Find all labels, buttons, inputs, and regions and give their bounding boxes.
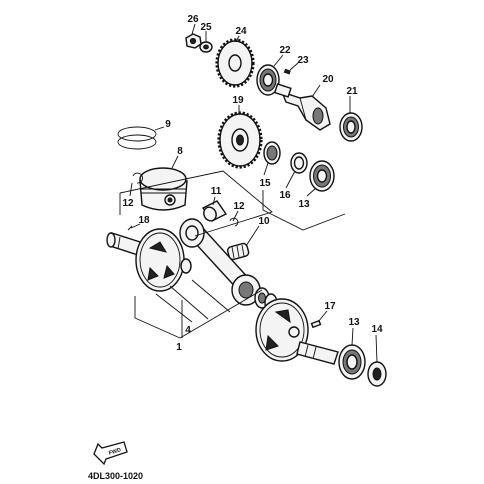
circlip-12-left xyxy=(132,172,143,184)
crankshaft-assembly xyxy=(106,218,387,387)
callout-10: 10 xyxy=(258,216,270,227)
pin-18 xyxy=(127,225,133,231)
callout-13-lower: 13 xyxy=(348,317,360,328)
piston-8 xyxy=(139,167,188,211)
leader-lines xyxy=(119,23,378,363)
crank-web-right xyxy=(255,298,309,362)
forward-arrow-label: FWD xyxy=(108,447,122,457)
gear-19 xyxy=(217,111,263,169)
key-23 xyxy=(283,68,291,75)
needle-bearing-10 xyxy=(226,242,250,261)
callout-1: 1 xyxy=(176,342,182,353)
callout-14: 14 xyxy=(371,324,383,335)
bearing-13-lower xyxy=(338,344,366,380)
callout-12-left: 12 xyxy=(122,198,134,209)
crank-shaft-right xyxy=(296,341,339,365)
circlip-12-right xyxy=(229,217,239,227)
callout-26: 26 xyxy=(187,14,199,25)
oil-seal-14 xyxy=(367,361,387,387)
callout-19: 19 xyxy=(232,95,244,106)
gear-24 xyxy=(215,38,255,88)
callout-25: 25 xyxy=(200,22,212,33)
crank-web-left xyxy=(135,228,185,292)
diagram-code: 4DL300-1020 xyxy=(88,471,143,481)
crank-shaft-left xyxy=(106,232,141,256)
balancer-shaft-20 xyxy=(273,83,331,131)
callout-20: 20 xyxy=(322,74,334,85)
callout-22: 22 xyxy=(279,45,291,56)
callout-9: 9 xyxy=(165,119,171,130)
bearing-13-upper xyxy=(309,160,335,192)
collar-16 xyxy=(290,152,308,174)
connecting-rod xyxy=(179,218,261,306)
callout-13-upper: 13 xyxy=(298,199,310,210)
bearing-15 xyxy=(263,141,281,165)
callout-18: 18 xyxy=(138,215,150,226)
callout-4: 4 xyxy=(185,325,191,336)
drive-gear-group xyxy=(217,111,335,192)
callout-17: 17 xyxy=(324,301,336,312)
forward-arrow: FWD xyxy=(93,441,128,466)
callout-24: 24 xyxy=(235,26,247,37)
piston-rings-9 xyxy=(117,126,157,150)
bearing-21 xyxy=(339,112,363,142)
callout-8: 8 xyxy=(177,146,183,157)
callout-16: 16 xyxy=(279,190,291,201)
piston-group xyxy=(117,126,250,261)
callout-21: 21 xyxy=(346,86,358,97)
callout-23: 23 xyxy=(297,55,309,66)
washer-25 xyxy=(199,41,213,53)
callout-12-right: 12 xyxy=(233,201,245,212)
nut-26 xyxy=(185,33,202,49)
callout-15: 15 xyxy=(259,178,271,189)
piston-pin-11 xyxy=(201,200,228,222)
callout-labels: 26 25 24 22 23 20 21 19 9 8 15 16 13 11 … xyxy=(122,14,383,353)
balancer-shaft-assembly xyxy=(185,33,363,142)
callout-11: 11 xyxy=(211,186,222,197)
key-17 xyxy=(310,319,322,329)
bearing-22 xyxy=(256,64,280,96)
